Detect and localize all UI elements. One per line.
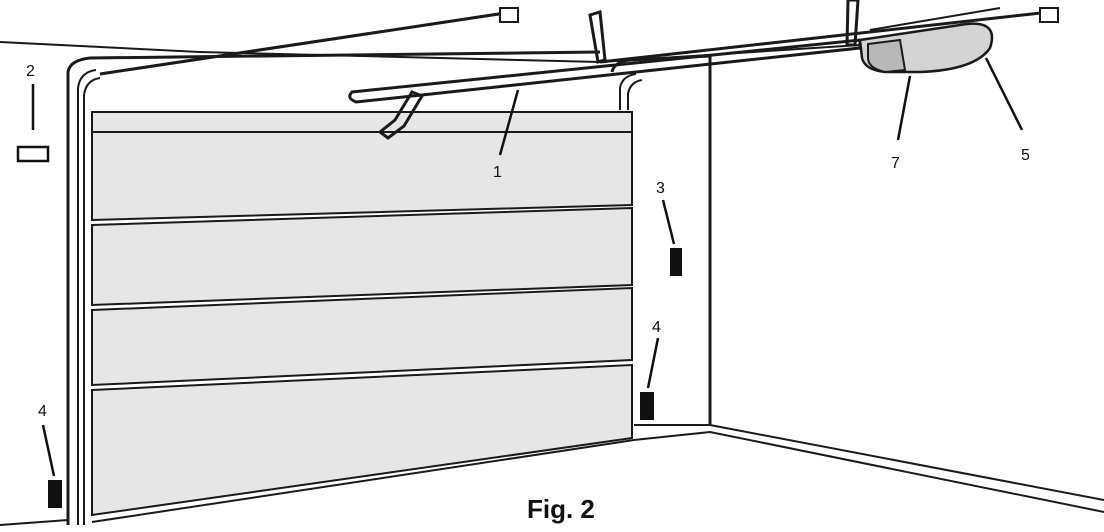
floor-lines (91, 424, 1104, 523)
photocell-sensor (48, 480, 62, 508)
leader-lines (31, 57, 1024, 477)
figure-caption: Fig. 2 (527, 494, 595, 524)
callout-motor-light: 7 (891, 155, 900, 172)
left-door-frame (0, 50, 601, 526)
photocell-sensor (640, 392, 654, 420)
rail-assembly (99, 0, 1059, 140)
callout-sensor-right: 4 (652, 319, 661, 336)
door-arm (377, 90, 425, 140)
trolley-rail (348, 38, 862, 104)
callout-sensor-upper: 3 (656, 180, 665, 197)
wall-button (16, 145, 50, 163)
motor-unit (858, 7, 1001, 74)
callout-sensor-left: 4 (38, 403, 47, 420)
callout-motor-unit: 5 (1021, 147, 1030, 164)
callout-rail: 1 (493, 164, 502, 181)
motor-light-cover (867, 38, 907, 74)
photocell-sensor (670, 248, 682, 276)
callout-wall-button: 2 (26, 63, 35, 80)
sectional-door (91, 111, 633, 517)
